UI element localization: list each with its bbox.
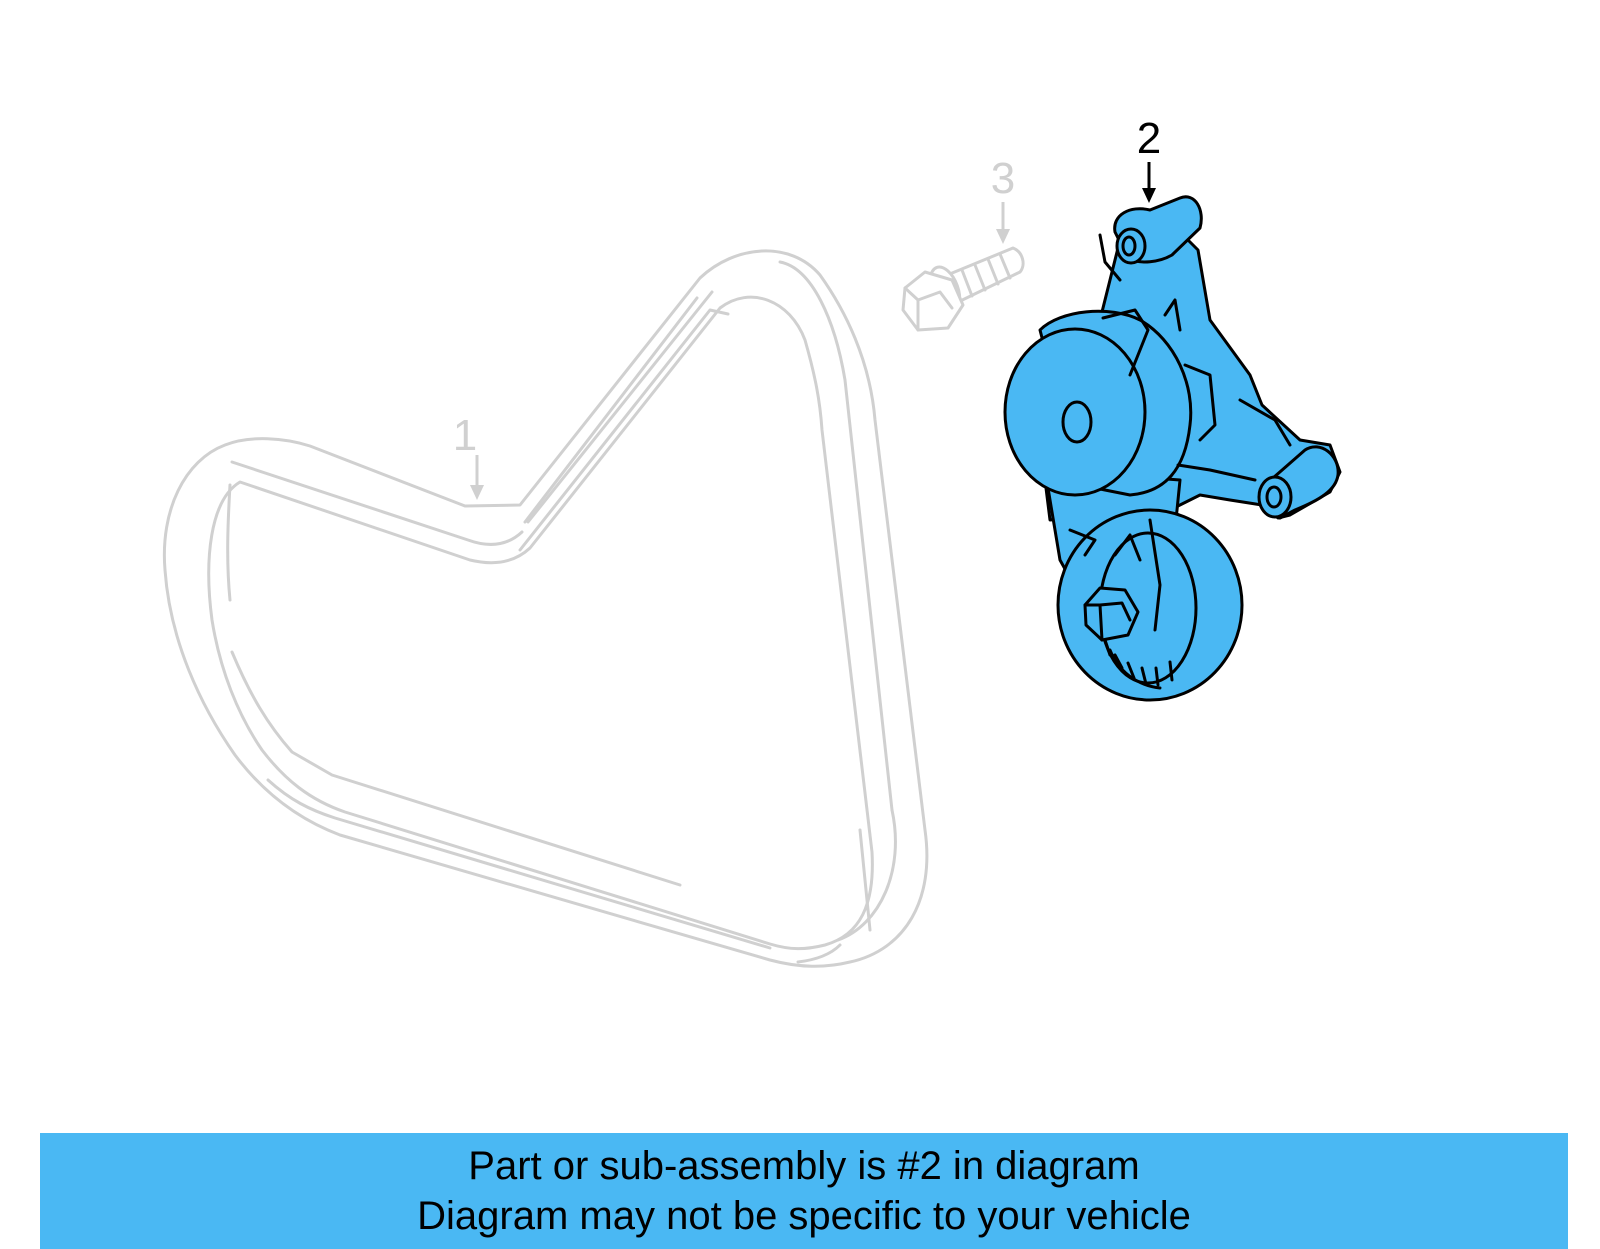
part-2-belt-tensioner[interactable] bbox=[1003, 195, 1342, 702]
callout-2-label: 2 bbox=[1137, 114, 1161, 163]
callout-3-arrowhead bbox=[996, 229, 1010, 244]
callout-1[interactable]: 1 bbox=[453, 411, 484, 500]
part-3-bolt[interactable] bbox=[901, 246, 1025, 332]
banner-line-part-number: Part or sub-assembly is #2 in diagram bbox=[468, 1144, 1140, 1188]
callout-3[interactable]: 3 bbox=[991, 154, 1015, 244]
banner-line-disclaimer: Diagram may not be specific to your vehi… bbox=[417, 1194, 1191, 1238]
callout-2-arrowhead bbox=[1142, 188, 1156, 203]
callout-1-arrowhead bbox=[470, 485, 484, 500]
callout-3-label: 3 bbox=[991, 154, 1015, 203]
callout-2[interactable]: 2 bbox=[1137, 114, 1161, 203]
callout-1-label: 1 bbox=[453, 411, 477, 460]
part-1-drive-belt[interactable] bbox=[162, 249, 929, 968]
info-banner: Part or sub-assembly is #2 in diagram Di… bbox=[40, 1133, 1568, 1249]
